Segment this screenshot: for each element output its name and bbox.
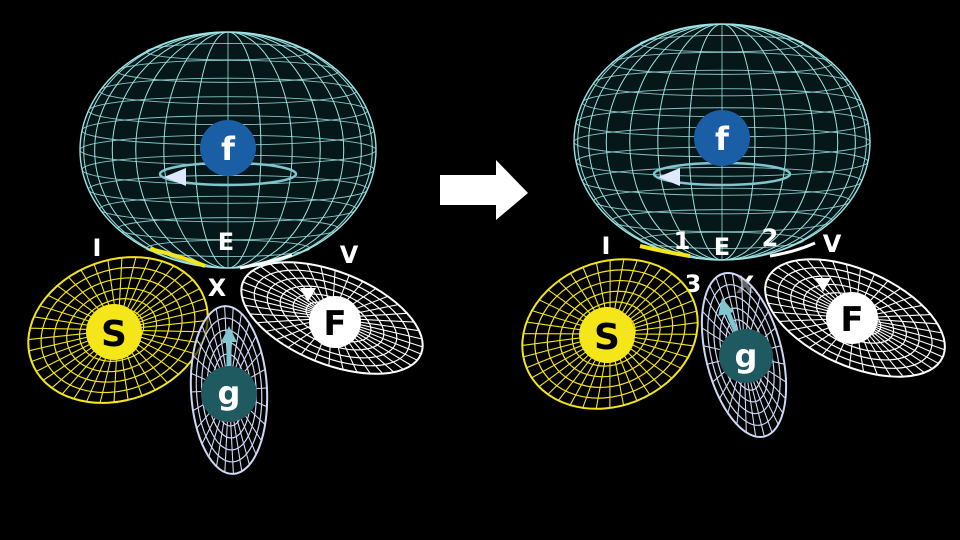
label-v: V [823, 230, 842, 258]
sphere-f-label: f [221, 130, 236, 168]
sphere-f-badge-right: f [694, 110, 750, 166]
disc-g-label: g [735, 337, 758, 375]
contact-arc-yellow-right [639, 244, 691, 258]
label-e: E [218, 228, 234, 256]
sphere-f-label: f [715, 120, 730, 158]
number-1: 1 [674, 227, 691, 255]
disc-g-badge-left: g [201, 326, 257, 422]
right-arrow-icon [440, 160, 528, 220]
contact-arc-yellow-left [149, 247, 206, 268]
left-panel: f I E V X S F g [27, 31, 424, 475]
label-x: X [208, 274, 227, 302]
label-i: I [93, 234, 102, 262]
label-i: I [602, 232, 611, 260]
disc-f-label: F [323, 304, 346, 344]
disc-g-badge-right: g [718, 298, 773, 383]
sphere-f-badge-left: f [200, 120, 256, 176]
right-panel: f I E V X 1 2 3 S F g [521, 23, 946, 439]
contact-arc-white-left [239, 253, 293, 270]
disc-s-badge-left: S [86, 304, 142, 360]
number-2: 2 [762, 224, 779, 252]
disc-f-badge-right: F [815, 278, 878, 344]
disc-f-label: F [840, 300, 863, 340]
label-e: E [714, 233, 730, 261]
disc-s-badge-right: S [579, 307, 635, 363]
disc-s-label: S [594, 317, 620, 358]
label-v: V [340, 241, 359, 269]
disc-g-label: g [218, 374, 241, 412]
disc-f-badge-left: F [300, 288, 361, 348]
contact-arc-white-right [769, 241, 816, 258]
disc-s-label: S [101, 314, 127, 355]
